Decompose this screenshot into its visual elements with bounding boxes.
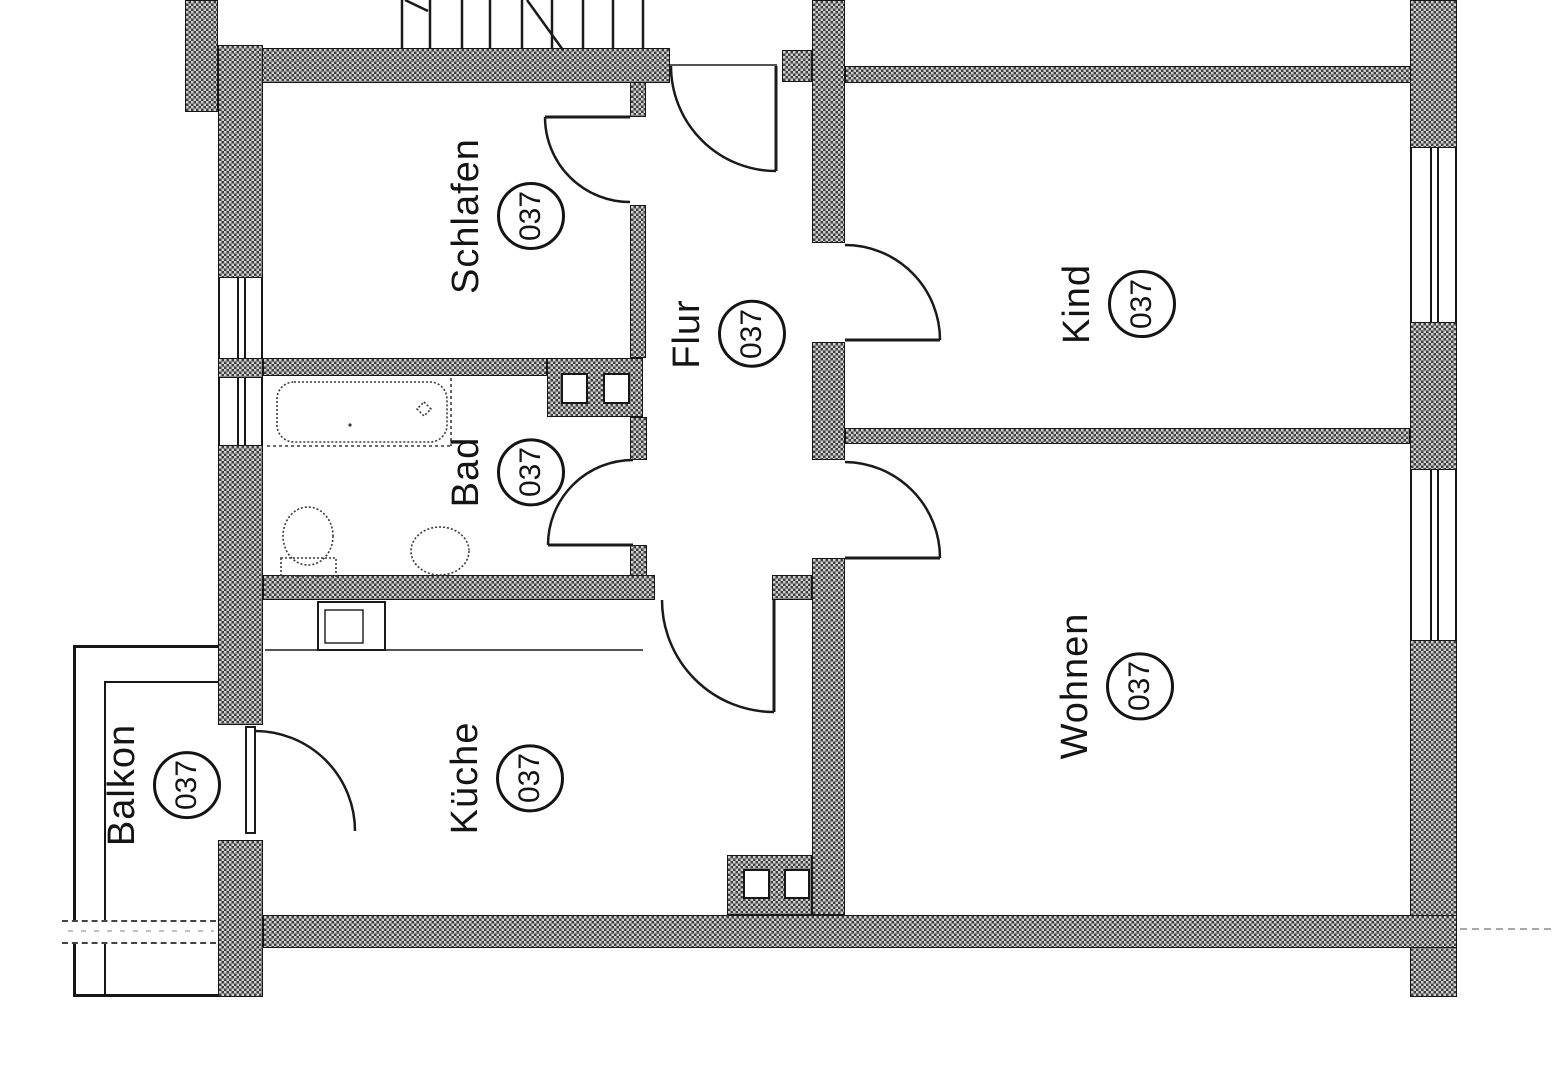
room-label-kueche: Küche 037	[444, 721, 564, 835]
room-number-badge: 037	[1106, 652, 1174, 721]
wall-kitchen-top-right	[772, 575, 812, 600]
wall-top-right-thin	[845, 66, 1412, 83]
wall-left-upper	[218, 45, 263, 278]
bathtub-drain	[415, 400, 433, 418]
stair-direction-line	[525, 0, 565, 51]
wall-kitchen-top	[263, 575, 655, 600]
window-wohnen	[1410, 470, 1457, 640]
chimney-flue	[743, 869, 770, 899]
room-label-schlafen: Schlafen 037	[445, 138, 565, 294]
room-number-badge: 037	[497, 438, 565, 506]
room-name: Schlafen	[445, 138, 487, 294]
wohnen-door	[844, 460, 942, 560]
wall-central-mid	[812, 342, 845, 460]
chimney-kitchen	[727, 855, 812, 915]
room-label-wohnen: Wohnen 037	[1054, 612, 1174, 760]
window-glazing-line	[243, 278, 246, 358]
room-number-badge: 037	[1108, 270, 1176, 338]
sink	[410, 526, 470, 576]
wall-schlafen	[630, 205, 646, 358]
room-label-kind: Kind 037	[1056, 264, 1176, 344]
room-number: 037	[513, 752, 546, 804]
wall-bad-upper	[630, 417, 647, 460]
wall-left-mid	[218, 445, 263, 725]
room-number: 037	[170, 759, 203, 811]
stairs	[400, 0, 645, 51]
room-number: 037	[1123, 660, 1156, 712]
room-number-badge: 037	[718, 300, 786, 369]
window-glazing-line	[243, 378, 246, 445]
kitchen-counter	[265, 601, 643, 651]
toilet	[280, 506, 337, 577]
room-number: 037	[514, 190, 547, 242]
window-glazing-line	[237, 378, 240, 445]
room-number: 037	[514, 446, 547, 498]
window-glazing-line	[1430, 148, 1433, 322]
room-label-bad: Bad 037	[445, 436, 565, 508]
bad-door	[546, 458, 634, 547]
room-number: 037	[1125, 278, 1158, 330]
wall-schlafen-stub	[630, 82, 646, 117]
window-glazing-line	[1430, 470, 1433, 640]
wall-left-window-pier	[218, 358, 263, 378]
chimney-bath	[547, 358, 643, 417]
room-number-badge: 037	[496, 744, 564, 812]
chimney-flue	[784, 869, 810, 899]
room-name: Bad	[445, 436, 487, 508]
balcony-door	[245, 726, 357, 834]
window-glazing-line	[1436, 470, 1439, 640]
wall-bottom	[263, 915, 1457, 948]
kueche-door	[660, 599, 776, 714]
wall-central-lower	[812, 558, 845, 915]
window-glazing-line	[1436, 148, 1439, 322]
room-number-badge: 037	[497, 182, 565, 251]
room-label-flur: Flur 037	[666, 299, 786, 369]
room-name: Wohnen	[1054, 612, 1096, 760]
room-number-badge: 037	[153, 751, 221, 820]
room-name: Küche	[444, 721, 486, 835]
room-name: Flur	[666, 299, 708, 369]
room-name: Balkon	[101, 723, 143, 847]
chimney-flue	[561, 373, 588, 404]
balcony-outline	[73, 645, 218, 997]
kind-door	[844, 243, 942, 342]
window-schlafen	[218, 278, 263, 358]
stair-break-line	[404, 0, 429, 13]
wall-entry-stub	[782, 50, 812, 82]
wall-right-top	[1410, 0, 1457, 148]
balcony-sill-band	[62, 920, 216, 944]
window-bad	[218, 378, 263, 445]
room-number: 037	[735, 308, 768, 360]
wall-stairwell-left	[185, 0, 218, 112]
wall-top-left	[218, 48, 670, 83]
wall-right-pier	[1410, 322, 1457, 470]
wall-left-lower	[218, 840, 263, 997]
entry-door	[669, 64, 778, 173]
wall-schlafen-bad	[263, 358, 547, 376]
room-label-balkon: Balkon 037	[101, 724, 221, 846]
wall-kind-wohnen	[845, 428, 1410, 444]
window-glazing-line	[237, 278, 240, 358]
room-name: Kind	[1056, 263, 1098, 345]
wall-central-upper	[812, 0, 845, 243]
schlafen-door	[543, 115, 631, 204]
bathtub	[267, 378, 452, 447]
window-kind	[1410, 148, 1457, 322]
balcony-inner-line	[104, 681, 218, 997]
chimney-flue	[603, 373, 630, 404]
